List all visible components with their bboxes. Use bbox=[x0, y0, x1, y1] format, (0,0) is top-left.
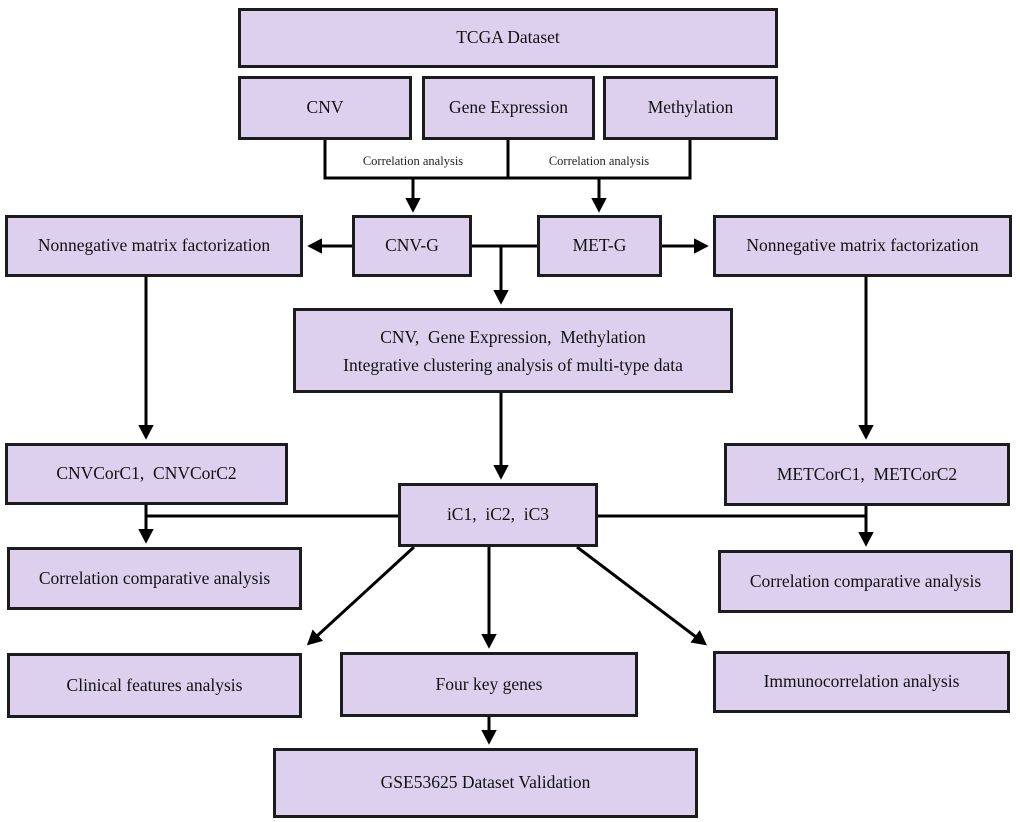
node-gse-validation-label: GSE53625 Dataset Validation bbox=[380, 772, 591, 793]
node-cnv-g: CNV-G bbox=[352, 215, 472, 277]
node-cnvcor-clusters: CNVCorC1, CNVCorC2 bbox=[5, 443, 288, 505]
node-four-key-genes-label: Four key genes bbox=[435, 673, 543, 694]
node-met-g-label: MET-G bbox=[572, 235, 627, 256]
node-integrative-clustering: CNV, Gene Expression, Methylation Integr… bbox=[293, 308, 733, 393]
edge-label-correlation-analysis-left: Correlation analysis bbox=[362, 154, 464, 168]
node-correlation-comparative-left: Correlation comparative analysis bbox=[7, 547, 302, 610]
node-four-key-genes: Four key genes bbox=[340, 652, 638, 717]
node-integrative-line1: CNV, Gene Expression, Methylation bbox=[380, 326, 646, 347]
node-methylation-label: Methylation bbox=[647, 97, 734, 118]
node-ic-clusters: iC1, iC2, iC3 bbox=[398, 483, 598, 547]
node-tcga-dataset-label: TCGA Dataset bbox=[456, 27, 560, 48]
node-methylation: Methylation bbox=[603, 76, 778, 140]
node-nmf-left: Nonnegative matrix factorization bbox=[5, 215, 303, 277]
node-metcor-clusters: METCorC1, METCorC2 bbox=[724, 443, 1010, 506]
node-gene-expression: Gene Expression bbox=[422, 76, 595, 140]
node-integrative-line2: Integrative clustering analysis of multi… bbox=[343, 354, 683, 375]
edge-ic-to-immuno-arrow bbox=[576, 545, 708, 646]
node-met-g: MET-G bbox=[537, 215, 662, 277]
node-metcor-clusters-label: METCorC1, METCorC2 bbox=[776, 463, 958, 484]
node-ic-clusters-label: iC1, iC2, iC3 bbox=[446, 504, 550, 525]
edge-bracket-top bbox=[323, 139, 692, 180]
node-cnv-g-label: CNV-G bbox=[385, 235, 439, 256]
node-immunocorrelation: Immunocorrelation analysis bbox=[713, 651, 1010, 713]
node-nmf-right: Nonnegative matrix factorization bbox=[713, 215, 1012, 277]
node-cnv-label: CNV bbox=[306, 97, 344, 118]
node-clinical-features: Clinical features analysis bbox=[7, 653, 302, 718]
node-cnv: CNV bbox=[238, 76, 412, 140]
node-immunocorrelation-label: Immunocorrelation analysis bbox=[763, 671, 960, 692]
node-correlation-comparative-left-label: Correlation comparative analysis bbox=[38, 567, 271, 588]
edge-ic-to-clinical-arrow bbox=[306, 545, 416, 646]
node-gene-expression-label: Gene Expression bbox=[448, 97, 569, 118]
node-nmf-right-label: Nonnegative matrix factorization bbox=[746, 235, 979, 256]
node-tcga-dataset: TCGA Dataset bbox=[238, 8, 778, 68]
node-clinical-features-label: Clinical features analysis bbox=[66, 674, 243, 695]
node-correlation-comparative-right: Correlation comparative analysis bbox=[718, 550, 1013, 613]
node-gse-validation: GSE53625 Dataset Validation bbox=[273, 748, 698, 818]
edge-label-correlation-analysis-right: Correlation analysis bbox=[548, 154, 650, 168]
node-correlation-comparative-right-label: Correlation comparative analysis bbox=[749, 570, 982, 591]
node-cnvcor-clusters-label: CNVCorC1, CNVCorC2 bbox=[56, 463, 237, 484]
node-nmf-left-label: Nonnegative matrix factorization bbox=[37, 235, 271, 256]
